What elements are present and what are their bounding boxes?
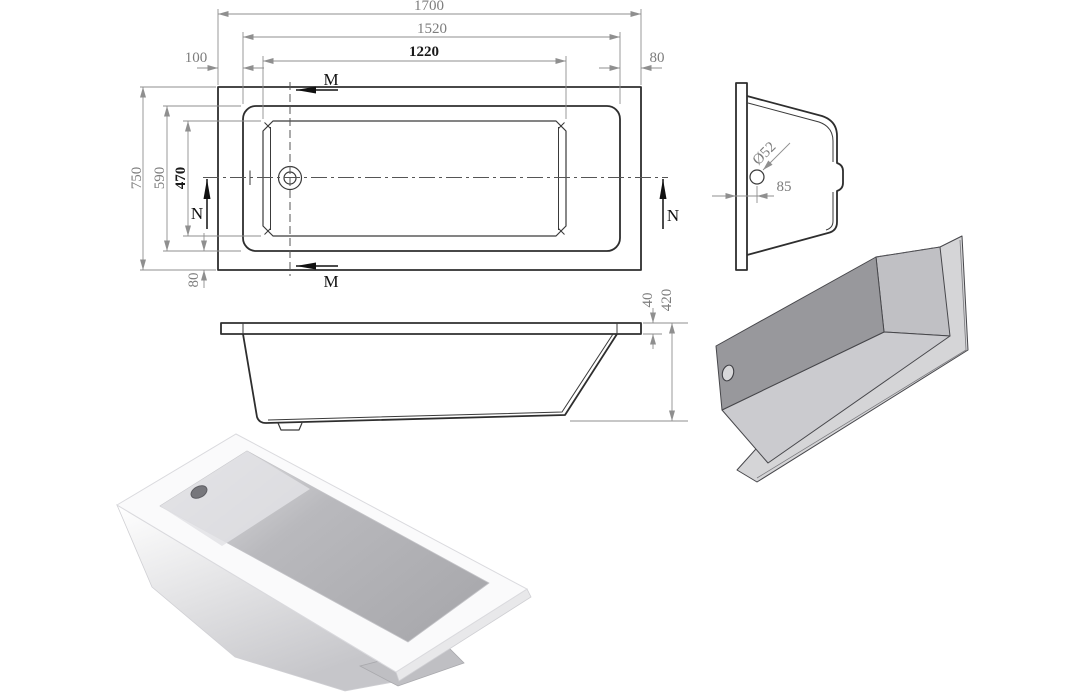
dim-text-750: 750 [129,167,145,190]
plan-basin-chamfers [264,122,565,235]
iso-back-hidden-edge [875,246,941,258]
section-m-label-bottom: M [323,272,338,291]
front-body-outline [242,333,618,424]
dim-text-1520: 1520 [417,21,447,37]
dim-text-80-bottom: 80 [186,273,202,288]
dim-text-80-right: 80 [650,50,665,66]
dim-text-100: 100 [185,50,208,66]
end-drain-hole [749,169,765,185]
iso-front-drain-hole [190,485,208,499]
isometric-front-view [116,433,532,692]
section-n-label-right: N [667,206,679,225]
dim-text-470: 470 [173,167,189,190]
isometric-back-view [715,235,969,483]
iso-back-rim-plate-edge [756,239,967,479]
front-rim [220,322,642,335]
dim-text-85: 85 [777,179,792,195]
dim-text-1700: 1700 [414,0,444,14]
plan-basin-wall-lines [270,127,559,230]
dim-text-40: 40 [640,293,656,308]
end-body-inner-lines [747,102,834,231]
end-body-outline [746,95,844,256]
plan-basin-floor [262,120,567,237]
section-n-label-left: N [191,204,203,223]
drain-leader-line [762,142,791,171]
dim-text-1220: 1220 [409,44,439,60]
plan-inner-rim [242,105,621,252]
iso-front-interior-highlight [160,451,310,546]
plan-view: M M N N 1700 1520 1220 100 80 750 590 47… [129,0,679,291]
dim-text-420: 420 [659,289,675,312]
iso-back-side-wall [715,256,885,411]
end-view: Ø52 85 [712,82,844,271]
iso-back-drain-hole [721,364,735,382]
end-rim-flange [735,82,748,271]
front-floor-inner-line [267,333,614,421]
front-rim-joints [242,323,618,334]
front-view: 40 420 [220,289,688,431]
dim-85-base [712,186,774,203]
section-m-label-top: M [323,70,338,89]
dim-text-590: 590 [152,167,168,190]
front-drain-bump [277,422,303,431]
plan-outer-rim [217,86,642,271]
iso-back-end-wall [875,246,951,337]
dim-text-drain-diameter: Ø52 [750,139,780,169]
